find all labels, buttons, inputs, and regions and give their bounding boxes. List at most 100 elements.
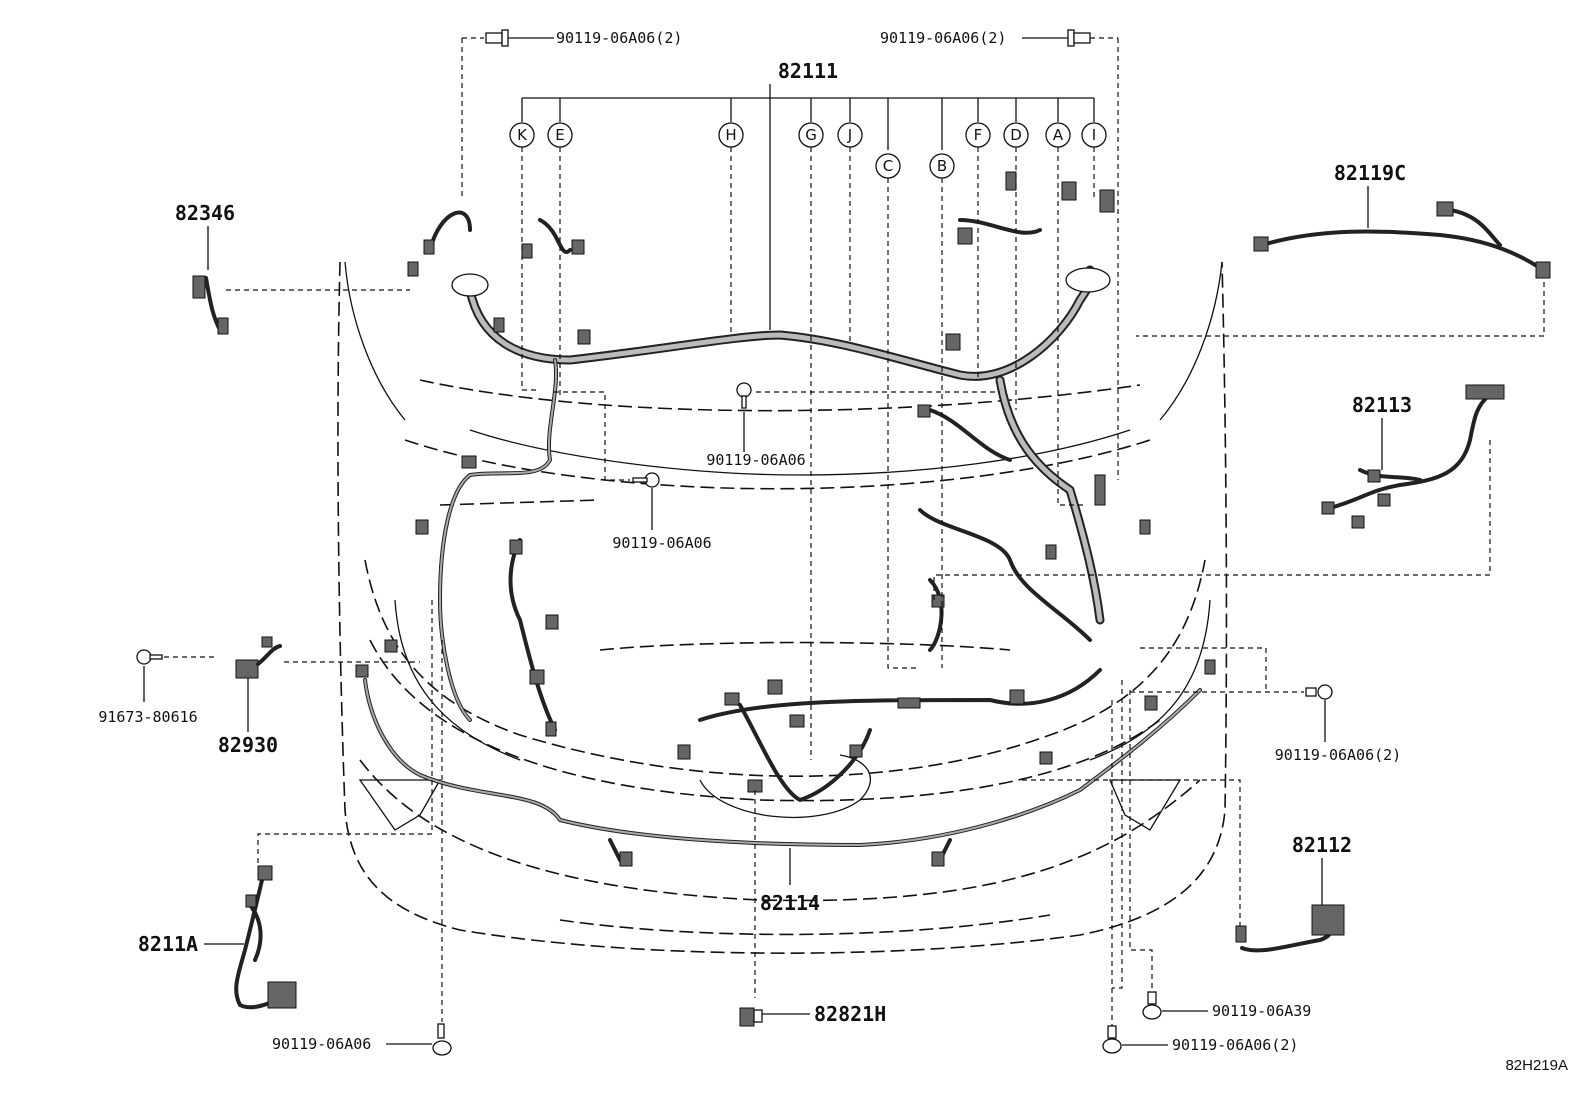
connector-icon <box>192 275 206 299</box>
part-label-82114[interactable]: 82114 <box>760 891 820 915</box>
main-harness-82111 <box>428 210 1111 803</box>
callout-j: J <box>837 122 863 148</box>
connector-icon <box>1204 659 1216 675</box>
connector-icon <box>545 721 557 737</box>
callout-a: A <box>1045 122 1071 148</box>
callout-h: H <box>718 122 744 148</box>
part-8211a: 8211A <box>138 600 433 1010</box>
sensor-icon <box>235 659 259 679</box>
connector-icon <box>1144 695 1158 711</box>
connector-icon <box>1139 519 1151 535</box>
connector-icon <box>1535 261 1551 279</box>
clamp-icon <box>739 1007 763 1027</box>
connector-icon <box>1436 201 1454 217</box>
callout-d: D <box>1003 122 1029 148</box>
bolt-icon <box>1102 1025 1122 1054</box>
top-left-fastener: 90119-06A06(2) <box>461 29 682 200</box>
connector-icon <box>945 333 961 351</box>
part-82930-group: 91673-80616 82930 <box>98 636 420 757</box>
bolt-icon <box>736 382 752 409</box>
fastener-label-bottom-right: 90119-06A06(2) <box>1172 1036 1298 1054</box>
svg-text:I: I <box>1092 126 1096 144</box>
bolt-icon <box>632 472 660 488</box>
part-label-82112[interactable]: 82112 <box>1292 833 1352 857</box>
callout-c: C <box>875 153 901 179</box>
callout-i: I <box>1081 122 1107 148</box>
connector-icon <box>931 594 945 608</box>
connector-icon <box>1009 689 1025 705</box>
connector-icon <box>1351 515 1365 529</box>
bottom-right-fastener: 90119-06A06(2) <box>1102 680 1298 1054</box>
connector-icon <box>545 614 559 630</box>
part-82113: 82113 <box>933 384 1505 600</box>
connector-icon <box>1005 171 1017 191</box>
part-label-82930[interactable]: 82930 <box>218 733 278 757</box>
part-82112: 82112 <box>1022 779 1352 953</box>
part-label-82119c[interactable]: 82119C <box>1334 161 1406 185</box>
connector-icon <box>1367 469 1381 483</box>
connector-icon <box>217 317 229 335</box>
fastener-label-bottom-right-a39: 90119-06A39 <box>1212 1002 1311 1020</box>
connector-icon <box>1099 189 1115 213</box>
connector-icon <box>917 404 931 418</box>
connector-icon <box>461 455 477 469</box>
connector-icon <box>1039 751 1053 765</box>
bolt-icon <box>1305 684 1333 700</box>
svg-text:C: C <box>883 157 893 175</box>
svg-text:K: K <box>517 126 528 144</box>
svg-text:B: B <box>937 157 947 175</box>
fastener-label-right: 90119-06A06(2) <box>1275 746 1401 764</box>
connector-icon <box>521 243 533 259</box>
connector-icon <box>423 239 435 255</box>
connector-icon <box>1235 925 1247 943</box>
connector-icon <box>384 639 398 653</box>
part-label-82111[interactable]: 82111 <box>778 59 838 83</box>
callout-e: E <box>547 122 573 148</box>
part-82346: 82346 <box>175 201 410 335</box>
bottom-left-fastener: 90119-06A06 <box>272 640 452 1056</box>
fastener-label-top-left: 90119-06A06(2) <box>556 29 682 47</box>
connector-icon <box>1465 384 1505 400</box>
connector-icon <box>415 519 429 535</box>
fastener-label-bottom-left: 90119-06A06 <box>272 1035 371 1053</box>
connector-icon <box>529 669 545 685</box>
part-label-82821h[interactable]: 82821H <box>814 1002 886 1026</box>
center-fastener-lower: 90119-06A06 <box>554 391 712 552</box>
part-label-8211a[interactable]: 8211A <box>138 932 198 956</box>
right-fastener: 90119-06A06(2) <box>1130 647 1401 764</box>
vehicle-body-outline <box>337 261 1228 954</box>
fastener-label-91673: 91673-80616 <box>98 708 197 726</box>
bottom-right-fastener-a39: 90119-06A39 <box>1129 690 1311 1020</box>
callout-f: F <box>965 122 991 148</box>
connector-icon <box>897 697 921 709</box>
connector-icon <box>577 329 591 345</box>
part-label-82113[interactable]: 82113 <box>1352 393 1412 417</box>
connector-icon <box>931 851 945 867</box>
connector-icon <box>1045 544 1057 560</box>
connector-icon <box>267 981 297 1009</box>
connector-icon <box>957 227 973 245</box>
bolt-icon <box>136 649 163 665</box>
part-82119c: 82119C <box>1136 161 1551 337</box>
connector-icon <box>571 239 585 255</box>
center-fastener-upper: 90119-06A06 <box>706 382 1000 469</box>
connector-icon <box>245 894 257 908</box>
svg-text:G: G <box>805 126 817 144</box>
fastener-label-center-lower: 90119-06A06 <box>612 534 711 552</box>
bolt-icon <box>485 29 509 47</box>
harness-connectors <box>355 171 1216 867</box>
part-label-82346[interactable]: 82346 <box>175 201 235 225</box>
connector-icon <box>1311 904 1345 936</box>
svg-text:A: A <box>1053 126 1064 144</box>
connector-icon <box>1061 181 1077 201</box>
part-82114: 82114 <box>760 848 820 915</box>
connector-icon <box>509 539 523 555</box>
connector-icon <box>1321 501 1335 515</box>
svg-text:H: H <box>725 126 736 144</box>
connector-icon <box>1377 493 1391 507</box>
fastener-label-top-right: 90119-06A06(2) <box>880 29 1006 47</box>
part-82821h: 82821H <box>739 790 886 1027</box>
top-right-fastener: 90119-06A06(2) <box>880 29 1119 480</box>
